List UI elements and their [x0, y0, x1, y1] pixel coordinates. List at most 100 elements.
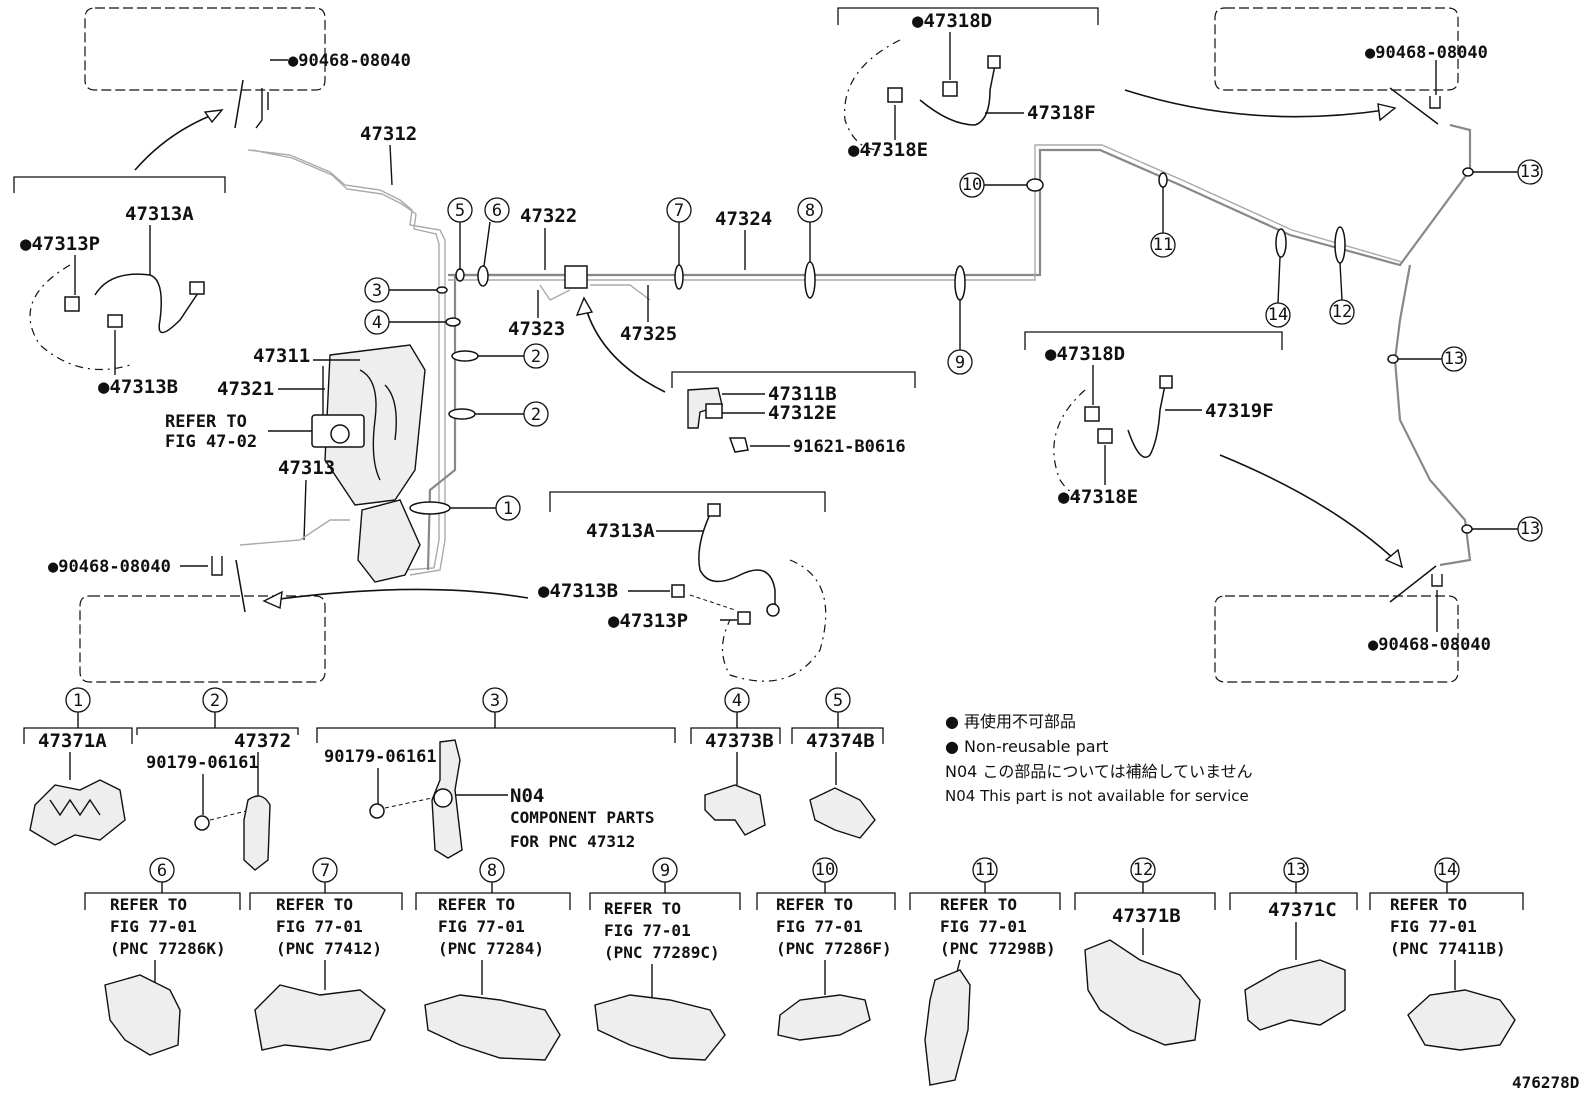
brake-tube-main-b [448, 144, 1403, 281]
label-47313p-l: ●47313P [20, 233, 100, 255]
bolt-47318d-t [942, 81, 958, 97]
b7-line2: FIG 77-01 [276, 917, 363, 936]
abs-detail-1 [359, 369, 381, 481]
clamp-13b [1387, 354, 1399, 364]
arrowhead-bl [262, 590, 283, 610]
b11-line2: FIG 77-01 [940, 917, 1027, 936]
svg-text:4: 4 [372, 313, 382, 333]
dash-outline-l [29, 264, 131, 371]
label-47313p-c: ●47313P [608, 610, 688, 632]
brake-tube-47313 [426, 275, 457, 571]
label-90468-bl: ●90468-08040 [48, 557, 171, 577]
svg-text:13: 13 [1444, 349, 1464, 369]
label-for-pnc: FOR PNC 47312 [510, 832, 635, 851]
svg-text:9: 9 [660, 861, 670, 881]
arrowhead-tr [1377, 103, 1397, 122]
label-47312: 47312 [360, 123, 417, 145]
nut-90179-b3 [369, 803, 385, 819]
callout-10-bottom: 10 [812, 857, 838, 883]
brake-hose-l [94, 273, 201, 334]
label-47371b: 47371B [1112, 905, 1181, 927]
callout-3-bottom: 3 [482, 687, 508, 713]
clamp-1 [409, 501, 451, 515]
bracket-47318f [837, 7, 1099, 25]
arrowhead-mr [1384, 548, 1404, 569]
clamp-47373b [704, 784, 766, 836]
clamp-3 [436, 286, 448, 294]
central-brake-lines: 47312 47322 47323 47325 47324 [165, 123, 1543, 583]
three-way-joint [564, 265, 588, 289]
clip-77286f [777, 994, 871, 1041]
b11-line3: (PNC 77298B) [940, 939, 1056, 958]
brake-tube-47312-b [251, 149, 440, 571]
callout-2b: 2 [523, 401, 549, 427]
clamp-5 [455, 268, 465, 282]
callout-13c: 13 [1517, 516, 1543, 542]
arrowhead-47311b [575, 296, 594, 316]
b14-line1: REFER TO [1390, 895, 1467, 914]
callout-2-bottom: 2 [202, 687, 228, 713]
bracket-b13 [1229, 892, 1358, 910]
bleeder-rod-br [1389, 565, 1437, 603]
b8-line2: FIG 77-01 [438, 917, 525, 936]
brake-hose-c [698, 509, 776, 605]
callout-11-bottom: 11 [972, 857, 998, 883]
legend-jp-nonreusable: ● 再使用不可部品 [945, 712, 1076, 731]
hose-fitting-c [707, 503, 721, 517]
callout-6: 6 [484, 197, 510, 223]
clamp-11 [1158, 172, 1168, 188]
svg-text:6: 6 [492, 201, 502, 221]
bracket-b8 [415, 892, 571, 910]
b9-line2: FIG 77-01 [604, 921, 691, 940]
svg-text:7: 7 [320, 861, 330, 881]
wheel-area-outline-br [1214, 595, 1459, 683]
clip-77411b [1407, 989, 1516, 1051]
gasket-l [107, 314, 123, 328]
svg-text:11: 11 [1153, 235, 1173, 255]
wheel-area-outline-bl [79, 595, 326, 683]
top-right-wheel-group: ●90468-08040 [1124, 7, 1488, 125]
svg-text:2: 2 [531, 347, 541, 367]
bracket-47311b-group: 47311B 47312E 91621-B0616 [575, 296, 916, 457]
arrow-bl [271, 588, 529, 601]
clamp-2b [448, 408, 476, 420]
svg-text:6: 6 [157, 861, 167, 881]
b6-line3: (PNC 77286K) [110, 939, 226, 958]
label-47371a: 47371A [38, 730, 107, 752]
svg-text:1: 1 [73, 691, 83, 711]
callout-12-bottom: 12 [1130, 857, 1156, 883]
wheel-area-outline-tl [84, 7, 326, 91]
label-47311: 47311 [253, 345, 310, 367]
label-refer-to: REFER TO [165, 412, 247, 432]
callout-13-bottom: 13 [1283, 857, 1309, 883]
label-90179-b2: 90179-06161 [146, 753, 259, 773]
bracket-b4 [690, 727, 781, 744]
svg-text:2: 2 [210, 691, 220, 711]
gasket-47318e-m [1097, 428, 1113, 444]
label-90468-br: ●90468-08040 [1368, 635, 1491, 655]
b9-line3: (PNC 77289C) [604, 943, 720, 962]
legend: ● 再使用不可部品 ● Non-reusable part N04 この部品につ… [945, 712, 1253, 805]
svg-text:5: 5 [455, 201, 465, 221]
arrow-47311b [584, 304, 666, 393]
mid-right-hose-group: ●47318D 47319F ●47318E [1024, 331, 1404, 569]
b14-line2: FIG 77-01 [1390, 917, 1477, 936]
brake-tube-47312 [247, 149, 446, 576]
dash-link-c [689, 594, 736, 611]
label-47372: 47372 [234, 730, 291, 752]
label-47318d-t: ●47318D [912, 10, 992, 32]
b8-line3: (PNC 77284) [438, 939, 544, 958]
center-hose-group: 47313A ●47313B ●47313P [538, 491, 827, 682]
clip-77412 [254, 984, 386, 1051]
callout-5-bottom: 5 [825, 687, 851, 713]
label-47313: 47313 [278, 457, 335, 479]
b9-line1: REFER TO [604, 899, 681, 918]
b7-line1: REFER TO [276, 895, 353, 914]
callout-10: 10 [959, 172, 985, 198]
clip-47371b [1084, 939, 1201, 1046]
svg-text:13: 13 [1520, 162, 1540, 182]
bracket-b7 [249, 892, 403, 910]
dash-outline-c [721, 559, 827, 682]
wheel-area-outline-tr [1214, 7, 1459, 91]
